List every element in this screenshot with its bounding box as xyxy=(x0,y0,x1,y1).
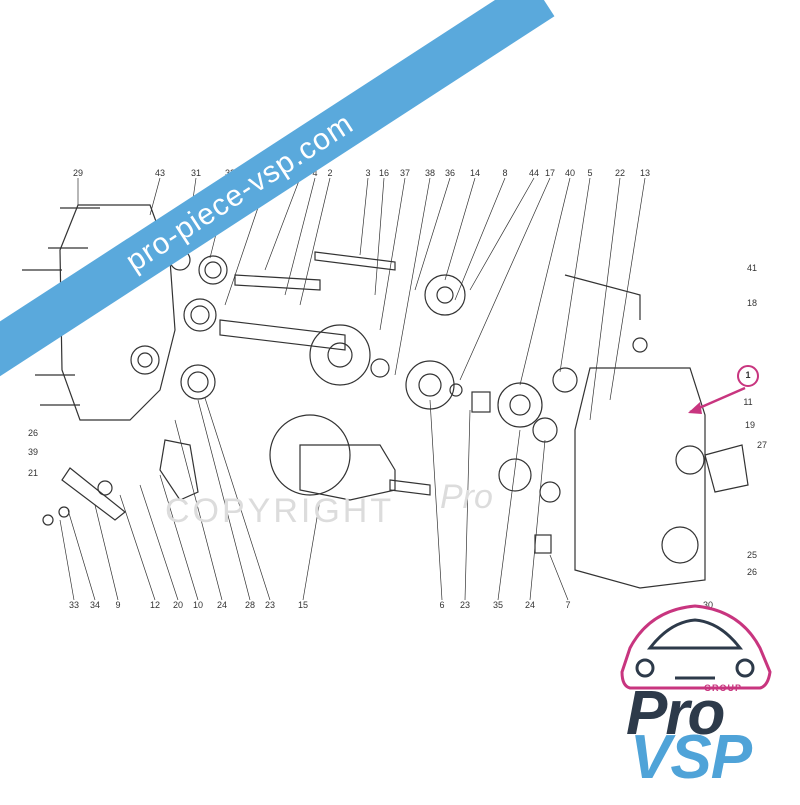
part-label-side: 11 xyxy=(743,397,753,407)
bearing xyxy=(198,255,228,285)
part-label-bottom: 6 xyxy=(439,600,445,610)
part-label-side: 18 xyxy=(746,298,758,308)
highlight-label: 1 xyxy=(745,370,751,380)
synchro-hub xyxy=(405,360,455,410)
part-label-bottom: 24 xyxy=(216,600,228,610)
part-label-side: 41 xyxy=(746,263,758,273)
part-label-side: 21 xyxy=(27,468,39,478)
part-label-top: 5 xyxy=(587,168,593,178)
part-label-side: 30 xyxy=(702,600,714,610)
cover xyxy=(704,444,749,493)
part-label-bottom: 9 xyxy=(115,600,121,610)
part-label-bottom: 7 xyxy=(565,600,571,610)
logo-vsp-text: VSP xyxy=(630,723,752,792)
input-shaft xyxy=(219,319,346,351)
part-label-top: 36 xyxy=(444,168,456,178)
breather xyxy=(632,337,648,353)
gear xyxy=(424,274,466,316)
ring xyxy=(449,383,463,397)
output-shaft xyxy=(389,479,431,496)
part-label-side: 27 xyxy=(756,440,768,450)
part-label-bottom: 20 xyxy=(172,600,184,610)
part-label-top: 37 xyxy=(399,168,411,178)
part-label-top: 3 xyxy=(365,168,371,178)
logo-group-text: GROUP xyxy=(704,683,743,693)
watermark-pro: Pro xyxy=(440,478,493,516)
ring xyxy=(370,358,390,378)
logo-pro-text: Pro xyxy=(626,679,725,748)
ring-gear xyxy=(269,414,351,496)
part-label-top: 4 xyxy=(312,168,318,178)
part-label-side: 25 xyxy=(746,550,758,560)
gear xyxy=(309,324,371,386)
part-label-top: 38 xyxy=(424,168,436,178)
shaft xyxy=(234,274,321,291)
part-label-top: 40 xyxy=(564,168,576,178)
part-label-bottom: 23 xyxy=(264,600,276,610)
part-label-bottom: 23 xyxy=(459,600,471,610)
part-label-bottom: 34 xyxy=(89,600,101,610)
part-label-bottom: 15 xyxy=(297,600,309,610)
part-label-bottom: 24 xyxy=(524,600,536,610)
gear xyxy=(497,382,543,428)
part-label-top: 17 xyxy=(544,168,556,178)
part-label-top: 22 xyxy=(614,168,626,178)
part-label-top: 44 xyxy=(528,168,540,178)
seal xyxy=(539,481,561,503)
part-label-side: 26 xyxy=(746,567,758,577)
part-label-top: 31 xyxy=(190,168,202,178)
differential-case xyxy=(299,444,396,501)
provsp-car-logo-icon xyxy=(620,604,772,690)
part-label-top: 14 xyxy=(469,168,481,178)
watermark-copyright: COPYRIGHT xyxy=(165,492,395,530)
bushing xyxy=(471,391,491,413)
part-label-top: 16 xyxy=(378,168,390,178)
part-label-top: 8 xyxy=(502,168,508,178)
shift-plate xyxy=(159,439,199,501)
shift-lever xyxy=(61,467,126,521)
shaft-long xyxy=(314,251,396,271)
part-label-side: 19 xyxy=(744,420,756,430)
part-label-side: 39 xyxy=(27,447,39,457)
part-label-bottom: 12 xyxy=(149,600,161,610)
highlight-circle xyxy=(737,365,759,387)
bearing xyxy=(183,298,217,332)
bearing xyxy=(180,364,216,400)
bearing xyxy=(498,458,532,492)
part-label-bottom: 28 xyxy=(244,600,256,610)
part-label-top: 2 xyxy=(327,168,333,178)
drain-plug xyxy=(534,534,552,554)
part-label-top: 29 xyxy=(72,168,84,178)
bearing xyxy=(532,417,558,443)
part-label-bottom: 10 xyxy=(192,600,204,610)
part-label-bottom: 35 xyxy=(492,600,504,610)
part-label-top: 13 xyxy=(639,168,651,178)
breather-pipe xyxy=(564,274,641,320)
right-housing xyxy=(574,367,706,589)
bearing xyxy=(552,367,578,393)
part-label-bottom: 33 xyxy=(68,600,80,610)
part-label-side: 26 xyxy=(27,428,39,438)
part-label-top: 43 xyxy=(154,168,166,178)
